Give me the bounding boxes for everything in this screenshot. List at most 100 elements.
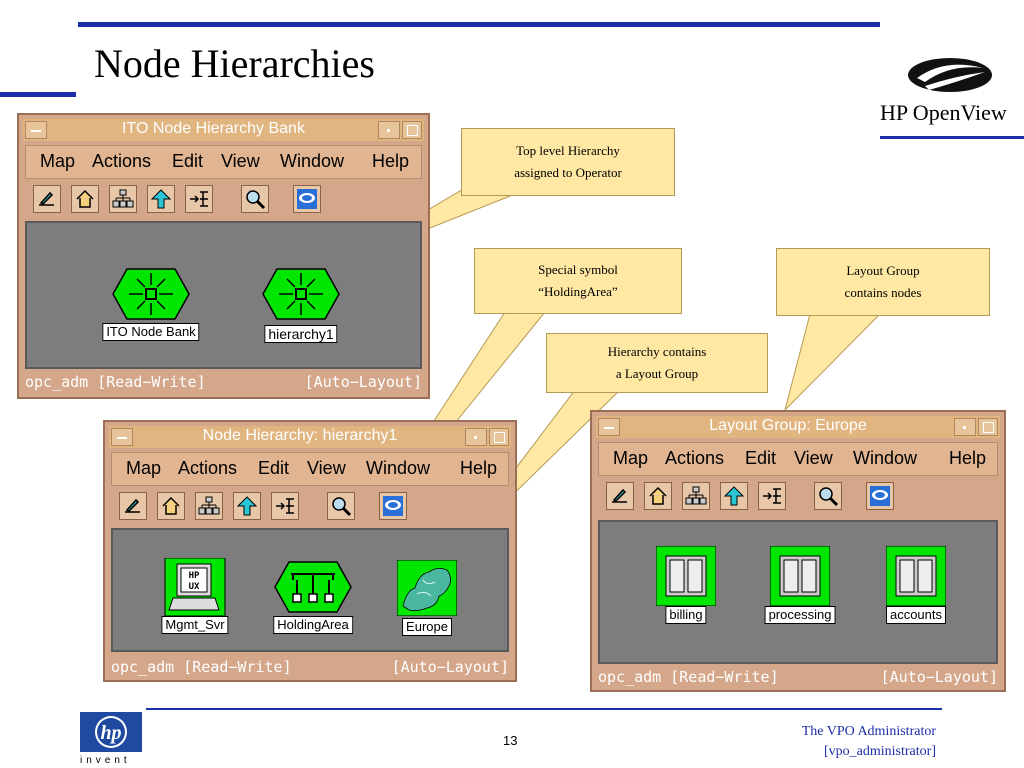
network-icon[interactable] [185, 185, 213, 213]
hpux-server-icon: HP UX [164, 557, 226, 617]
hierarchy-icon[interactable] [195, 492, 223, 520]
openview-icon[interactable] [866, 482, 894, 510]
hierarchy-icon[interactable] [109, 185, 137, 213]
server-icon [655, 545, 717, 607]
menu-actions[interactable]: Actions [92, 151, 152, 171]
node-label: Mgmt_Svr [161, 616, 229, 634]
menu-help[interactable]: Help [460, 458, 498, 478]
pencil-icon[interactable] [119, 492, 147, 520]
hp-logo: hp [80, 712, 142, 752]
callout-line: Top level Hierarchy [516, 143, 620, 158]
svg-text:HP: HP [189, 571, 200, 581]
callout-line: Hierarchy contains [607, 344, 707, 359]
node-label: ITO Node Bank [102, 323, 200, 341]
home-icon[interactable] [157, 492, 185, 520]
brand-text: HP OpenView [880, 100, 1007, 125]
callout-line: contains nodes [844, 285, 922, 300]
menu-map[interactable]: Map [40, 151, 76, 171]
maximize-button[interactable] [978, 418, 998, 436]
minimize-button[interactable] [954, 418, 976, 436]
minimize-button[interactable] [465, 428, 487, 446]
maximize-button[interactable] [402, 121, 422, 139]
node-accounts[interactable]: accounts [885, 545, 947, 630]
footer-title: The VPO Administrator [vpo_administrator… [802, 722, 936, 762]
menu-window[interactable]: Window [366, 458, 431, 478]
window-menu-button[interactable] [598, 418, 620, 436]
status-bar: opc_adm [Read−Write] [Auto−Layout] [23, 371, 424, 395]
menu-map[interactable]: Map [126, 458, 162, 478]
pencil-icon[interactable] [33, 185, 61, 213]
window-menu-button[interactable] [111, 428, 133, 446]
menu-help[interactable]: Help [372, 151, 410, 171]
menu-edit[interactable]: Edit [745, 448, 777, 468]
node-europe[interactable]: Europe [396, 559, 458, 640]
menu-help[interactable]: Help [949, 448, 987, 468]
window-title: ITO Node Hierarchy Bank [122, 120, 305, 137]
window-hierarchy1: Node Hierarchy: hierarchy1 Map Actions E… [103, 420, 517, 682]
node-processing[interactable]: processing [764, 545, 836, 630]
hierarchy-icon[interactable] [682, 482, 710, 510]
window-title: Layout Group: Europe [709, 417, 867, 434]
map-canvas[interactable]: ITO Node Bank hierarchy1 [25, 221, 422, 369]
network-icon[interactable] [758, 482, 786, 510]
maximize-button[interactable] [489, 428, 509, 446]
menu-bar: Map Actions Edit View Window Help [25, 145, 422, 179]
status-layout: [Auto−Layout] [880, 668, 998, 686]
magnifier-icon[interactable] [327, 492, 355, 520]
title-bar[interactable]: Node Hierarchy: hierarchy1 [109, 426, 511, 448]
europe-map-icon [396, 559, 458, 617]
node-label: billing [665, 606, 707, 624]
map-canvas[interactable]: billing processing accounts [598, 520, 998, 664]
menu-view[interactable]: View [794, 448, 833, 468]
node-holding-area[interactable]: HoldingArea [273, 560, 353, 640]
callout-line: “HoldingArea” [538, 284, 618, 299]
node-hierarchy1[interactable]: hierarchy1 [261, 267, 341, 347]
node-label: HoldingArea [273, 616, 353, 634]
server-icon [769, 545, 831, 607]
minimize-button[interactable] [378, 121, 400, 139]
menu-edit[interactable]: Edit [258, 458, 290, 478]
home-icon[interactable] [71, 185, 99, 213]
callout-line: Special symbol [538, 262, 618, 277]
openview-logo [905, 56, 995, 94]
node-ito-bank[interactable]: ITO Node Bank [102, 267, 200, 347]
status-bar: opc_adm [Read−Write] [Auto−Layout] [596, 666, 1000, 690]
up-arrow-icon[interactable] [147, 185, 175, 213]
title-bar[interactable]: ITO Node Hierarchy Bank [23, 119, 424, 141]
node-billing[interactable]: billing [655, 545, 717, 630]
window-node-bank: ITO Node Hierarchy Bank Map Actions Edit… [17, 113, 430, 399]
toolbar [111, 488, 509, 526]
up-arrow-icon[interactable] [720, 482, 748, 510]
network-icon[interactable] [271, 492, 299, 520]
pencil-icon[interactable] [606, 482, 634, 510]
up-arrow-icon[interactable] [233, 492, 261, 520]
status-mode: opc_adm [Read−Write] [598, 668, 779, 686]
window-menu-button[interactable] [25, 121, 47, 139]
openview-icon[interactable] [293, 185, 321, 213]
callout-special-symbol: Special symbol “HoldingArea” [474, 248, 682, 314]
menu-window[interactable]: Window [853, 448, 918, 468]
home-icon[interactable] [644, 482, 672, 510]
menu-actions[interactable]: Actions [665, 448, 725, 468]
top-rule [78, 22, 880, 27]
menu-view[interactable]: View [221, 151, 260, 171]
map-canvas[interactable]: HP UX Mgmt_Svr HoldingArea Eu [111, 528, 509, 652]
toolbar [25, 181, 422, 219]
status-mode: opc_adm [Read−Write] [25, 373, 206, 391]
menu-actions[interactable]: Actions [178, 458, 238, 478]
holding-area-icon [262, 268, 340, 320]
menu-edit[interactable]: Edit [172, 151, 204, 171]
title-bar[interactable]: Layout Group: Europe [596, 416, 1000, 438]
status-layout: [Auto−Layout] [391, 658, 509, 676]
menu-window[interactable]: Window [280, 151, 345, 171]
node-mgmt-svr[interactable]: HP UX Mgmt_Svr [161, 557, 229, 638]
menu-map[interactable]: Map [613, 448, 649, 468]
openview-icon[interactable] [379, 492, 407, 520]
callout-line: Layout Group [846, 263, 920, 278]
menu-bar: Map Actions Edit View Window Help [111, 452, 509, 486]
magnifier-icon[interactable] [814, 482, 842, 510]
menu-view[interactable]: View [307, 458, 346, 478]
bottom-rule [146, 708, 942, 710]
toolbar [598, 478, 998, 516]
magnifier-icon[interactable] [241, 185, 269, 213]
